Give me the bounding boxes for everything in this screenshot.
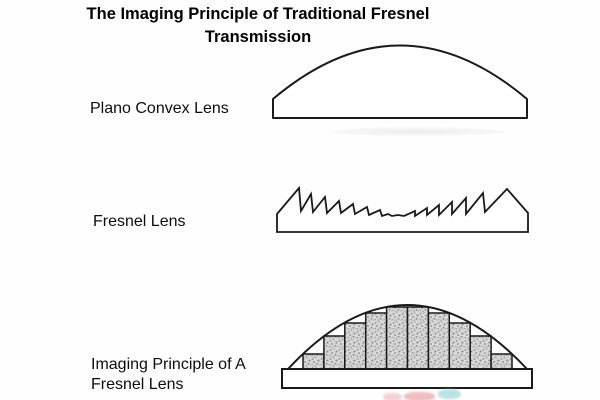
fresnel-imaging-shape — [281, 304, 533, 389]
lens-segment — [448, 322, 471, 370]
lens-segments — [302, 306, 513, 370]
lens-segment — [427, 312, 451, 370]
plano-convex-lens-shape — [272, 44, 528, 119]
imaging-principle-label-line2: Fresnel Lens — [91, 376, 184, 393]
watermark-blob-red — [404, 392, 435, 400]
lens-segment — [469, 335, 492, 370]
lens-segment — [385, 306, 409, 370]
scan-smudge — [330, 127, 505, 136]
figure-title-line2: Transmission — [204, 28, 312, 46]
lens-segment — [406, 306, 430, 370]
imaging-principle-label: Imaging Principle of A Fresnel Lens — [91, 355, 246, 395]
plano-convex-lens-label-text: Plano Convex Lens — [90, 100, 229, 117]
plano-convex-lens-label: Plano Convex Lens — [90, 99, 229, 119]
watermark-blob-teal — [438, 389, 461, 399]
lens-segment — [364, 312, 388, 370]
figure-title: The Imaging Principle of Traditional Fre… — [0, 3, 516, 49]
lens-segment — [323, 335, 346, 370]
dome-arc — [287, 304, 528, 370]
figure-title-line1: The Imaging Principle of Traditional Fre… — [86, 5, 430, 23]
lens-base — [281, 368, 533, 389]
fresnel-lens-label: Fresnel Lens — [93, 212, 186, 232]
imaging-principle-label-line1: Imaging Principle of A — [91, 356, 246, 373]
lens-segment — [302, 353, 325, 370]
watermark-blob-pink — [383, 393, 402, 400]
fresnel-lens-label-text: Fresnel Lens — [93, 213, 186, 230]
fresnel-lens-shape — [276, 185, 529, 233]
lens-segment — [490, 353, 513, 370]
lens-segment — [344, 322, 367, 370]
